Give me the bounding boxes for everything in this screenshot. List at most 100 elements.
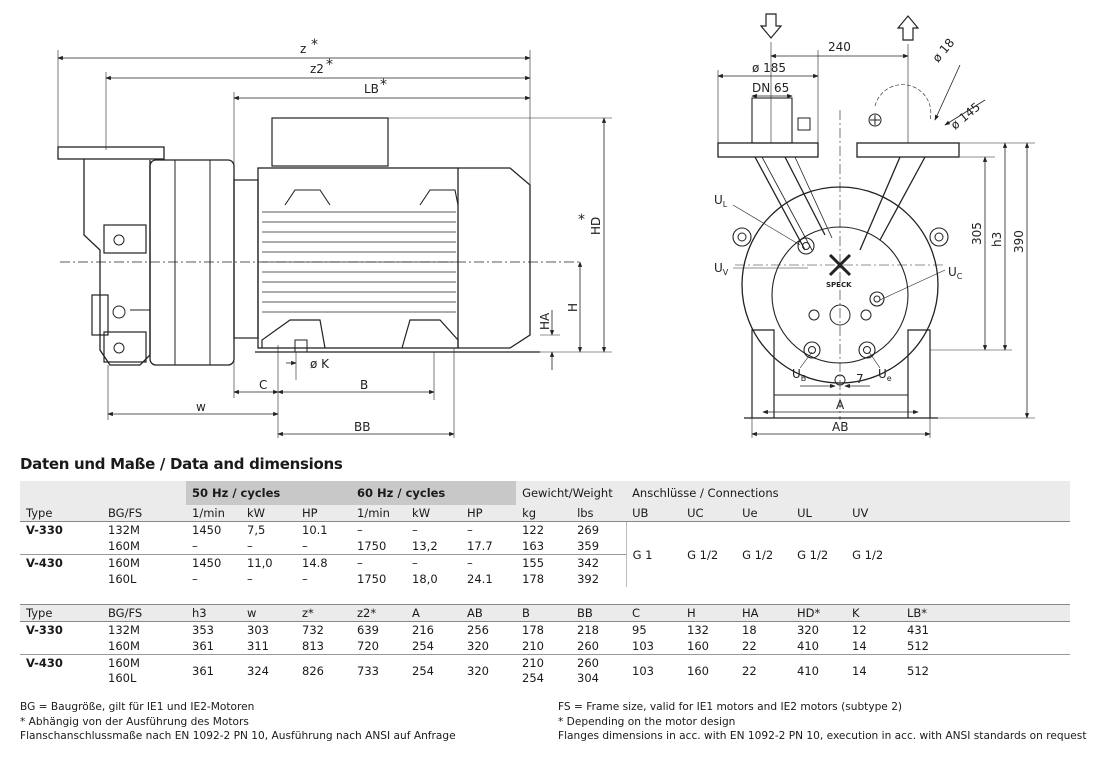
table-row: V-430 160M 160L 361 324 826 733 254 320 … bbox=[20, 654, 1070, 687]
dim-z-star: * bbox=[311, 37, 318, 53]
col-header: AB bbox=[461, 604, 516, 622]
pump-flange bbox=[57, 146, 165, 160]
dim-lb-label: LB bbox=[364, 82, 379, 96]
pump-base bbox=[744, 329, 938, 419]
col-header: HA bbox=[736, 604, 791, 622]
col-header: 1/min bbox=[351, 505, 407, 522]
footnote: * Abhängig von der Ausführung des Motors bbox=[20, 715, 249, 728]
table-row: V-330 132M 1450 7,5 10.1 – – – 122 269 G… bbox=[20, 521, 1070, 587]
col-header: B bbox=[516, 604, 571, 622]
col-header: h3 bbox=[186, 604, 241, 622]
col-header: H bbox=[681, 604, 736, 622]
col-header: UB bbox=[626, 505, 682, 522]
col-header: lbs bbox=[571, 505, 627, 522]
col-header: w bbox=[241, 604, 296, 622]
speck-logo-text: SPECK bbox=[826, 281, 852, 289]
col-header: C bbox=[626, 604, 681, 622]
port-uv-label: UV bbox=[714, 261, 729, 277]
col-header: LB* bbox=[901, 604, 1070, 622]
col-header: Type bbox=[20, 505, 102, 522]
col-header: Type bbox=[20, 604, 102, 622]
dim-z2-label: z2 bbox=[310, 62, 324, 76]
col-header: HP bbox=[461, 505, 517, 522]
col-header: BG/FS bbox=[102, 505, 186, 522]
pump-cover bbox=[103, 224, 147, 254]
motor-terminal-box bbox=[271, 117, 389, 167]
table-row: V-430 160M 1450 11,0 14.8 – – – 155 342 bbox=[20, 554, 1070, 571]
inlet-arrow-icon bbox=[759, 13, 783, 39]
motor-fan-cover bbox=[458, 167, 531, 349]
table-row: 160L – – – 1750 18,0 24.1 178 392 bbox=[108, 572, 600, 586]
connection-ue: G 1/2 bbox=[742, 547, 774, 562]
col-header: z* bbox=[296, 604, 351, 622]
dim-bb-label: BB bbox=[354, 420, 370, 434]
dim-a-label: A bbox=[836, 398, 845, 412]
side-view bbox=[57, 50, 612, 438]
col-header: K bbox=[846, 604, 901, 622]
col-header: HD* bbox=[791, 604, 846, 622]
dim-h-label: H bbox=[566, 303, 580, 312]
group-50hz: 50 Hz / cycles bbox=[186, 481, 352, 505]
dim-c-label: C bbox=[259, 378, 267, 392]
dim-z-label: z bbox=[300, 42, 306, 56]
dim-dn65-label: DN 65 bbox=[752, 81, 789, 95]
connection-ul: G 1/2 bbox=[797, 547, 829, 562]
dim-390-label: 390 bbox=[1012, 230, 1026, 253]
dim-hd-star: * bbox=[578, 212, 585, 228]
port-uc-label: UC bbox=[948, 265, 963, 281]
connection-uv: G 1/2 bbox=[852, 547, 884, 562]
footnote: BG = Baugröße, gilt für IE1 und IE2-Moto… bbox=[20, 701, 255, 713]
col-header: HP bbox=[296, 505, 352, 522]
dim-ab-label: AB bbox=[832, 420, 848, 434]
operating-data-table: 50 Hz / cycles 60 Hz / cycles Gewicht/We… bbox=[20, 481, 1070, 587]
connection-uc: G 1/2 bbox=[687, 547, 719, 562]
footnote: Flanschanschlussmaße nach EN 1092-2 PN 1… bbox=[20, 730, 456, 742]
col-header: kW bbox=[241, 505, 296, 522]
col-header: kW bbox=[406, 505, 462, 522]
group-weight: Gewicht/Weight bbox=[516, 481, 627, 505]
port-ub-label: UB bbox=[792, 367, 806, 383]
dim-z2-star: * bbox=[326, 57, 333, 73]
side-view-labels: z * z2 * LB * HD * H HA ø K C B w BB bbox=[196, 37, 603, 434]
dim-k-label: ø K bbox=[310, 357, 330, 371]
front-view bbox=[717, 13, 1035, 438]
dimensions-table: Type BG/FS h3 w z* z2* A AB B BB C H HA … bbox=[20, 604, 1070, 687]
pump-bearing-housing bbox=[149, 159, 235, 366]
table2-column-header-row: Type BG/FS h3 w z* z2* A AB B BB C H HA … bbox=[20, 604, 1070, 622]
dim-h3-label: h3 bbox=[990, 232, 1004, 247]
dim-b-label: B bbox=[360, 378, 368, 392]
motor-feet bbox=[261, 319, 459, 349]
dim-18-label: ø 18 bbox=[930, 36, 958, 65]
group-60hz: 60 Hz / cycles bbox=[351, 481, 517, 505]
dim-w-label: w bbox=[196, 400, 206, 414]
col-header: UV bbox=[846, 505, 902, 522]
port-ue-label: Ue bbox=[878, 367, 892, 383]
col-header: z2* bbox=[351, 604, 406, 622]
dim-lb-star: * bbox=[380, 77, 387, 93]
col-header: UC bbox=[681, 505, 737, 522]
outlet-flange bbox=[856, 142, 960, 158]
dim-145-label: ø 145 bbox=[948, 100, 983, 133]
col-header: kg bbox=[516, 505, 572, 522]
port-ul-label: UL bbox=[714, 193, 728, 209]
inlet-flange bbox=[717, 142, 819, 158]
dim-hd-label: HD bbox=[589, 217, 603, 235]
table1-group-header-row: 50 Hz / cycles 60 Hz / cycles Gewicht/We… bbox=[20, 481, 1070, 505]
group-connections: Anschlüsse / Connections bbox=[626, 481, 1070, 505]
connection-ub: G 1 bbox=[625, 521, 682, 587]
pump-body bbox=[83, 159, 151, 366]
footnotes-english: FS = Frame size, valid for IE1 motors an… bbox=[558, 700, 1086, 744]
table1-column-header-row: Type BG/FS 1/min kW HP 1/min kW HP kg lb… bbox=[20, 505, 1070, 522]
motor-body bbox=[257, 167, 459, 349]
front-view-labels: 240 ø 185 DN 65 ø 18 ø 145 305 h3 390 A … bbox=[714, 36, 1026, 434]
col-header: BB bbox=[571, 604, 626, 622]
dim-305-label: 305 bbox=[970, 222, 984, 245]
footnote: Flanges dimensions in acc. with EN 1092-… bbox=[558, 730, 1087, 742]
dim-ha-label: HA bbox=[538, 312, 552, 330]
outlet-arrow-icon bbox=[896, 15, 920, 41]
col-header: A bbox=[406, 604, 461, 622]
col-header: Ue bbox=[736, 505, 792, 522]
table-row: 160M 361 311 813 720 254 320 210 260 103… bbox=[108, 639, 929, 653]
col-header: BG/FS bbox=[102, 604, 186, 622]
footnote: FS = Frame size, valid for IE1 motors an… bbox=[558, 701, 903, 713]
